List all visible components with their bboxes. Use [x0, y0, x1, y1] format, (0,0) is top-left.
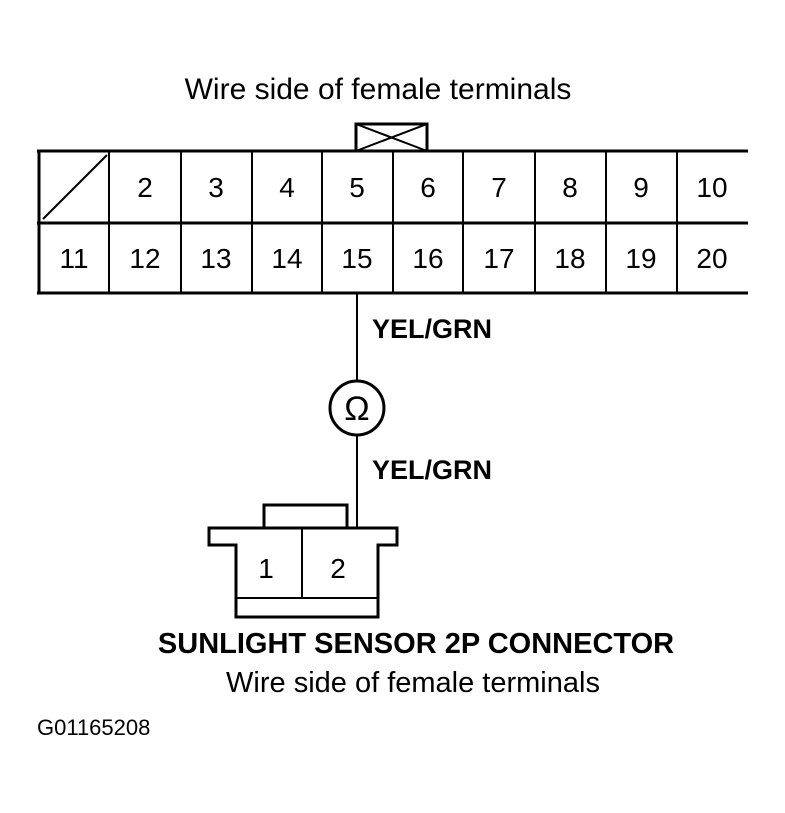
unused-cavity-slash [42, 154, 108, 220]
terminal-label: 2 [137, 172, 153, 203]
figure-id: G01165208 [37, 715, 150, 740]
terminal-label: 7 [491, 172, 507, 203]
terminal-label: 5 [349, 172, 365, 203]
terminal-label: 8 [562, 172, 578, 203]
wire-lower-label: YEL/GRN [372, 455, 492, 485]
locking-tab-icon [354, 122, 429, 153]
terminal-label: 3 [208, 172, 224, 203]
sensor-connector: 1 2 [207, 503, 399, 619]
sensor-pin-label: 2 [330, 553, 346, 584]
terminal-label: 15 [341, 243, 372, 274]
main-connector-caption: Wire side of female terminals [185, 73, 572, 106]
terminal-label: 20 [696, 243, 727, 274]
terminal-label: 9 [633, 172, 649, 203]
terminal-label: 11 [59, 243, 88, 274]
sensor-connector-title: SUNLIGHT SENSOR 2P CONNECTOR [158, 628, 674, 660]
terminal-label: 19 [625, 243, 656, 274]
terminal-label: 17 [483, 243, 514, 274]
ohm-symbol: Ω [344, 390, 369, 428]
terminal-label: 10 [696, 172, 727, 203]
terminal-label: 13 [200, 243, 231, 274]
sensor-pin-label: 1 [258, 553, 274, 584]
sensor-connector-caption: Wire side of female terminals [226, 667, 600, 699]
terminal-label: 6 [420, 172, 436, 203]
terminal-label: 14 [271, 243, 302, 274]
wire-upper-label: YEL/GRN [372, 314, 492, 344]
main-connector: 2 3 4 5 6 7 8 9 10 11 12 13 14 15 16 17 … [37, 149, 748, 295]
terminal-label: 18 [554, 243, 585, 274]
terminal-label: 12 [129, 243, 160, 274]
ohmmeter-icon: Ω [328, 379, 386, 437]
terminal-label: 16 [412, 243, 443, 274]
terminal-label: 4 [279, 172, 295, 203]
